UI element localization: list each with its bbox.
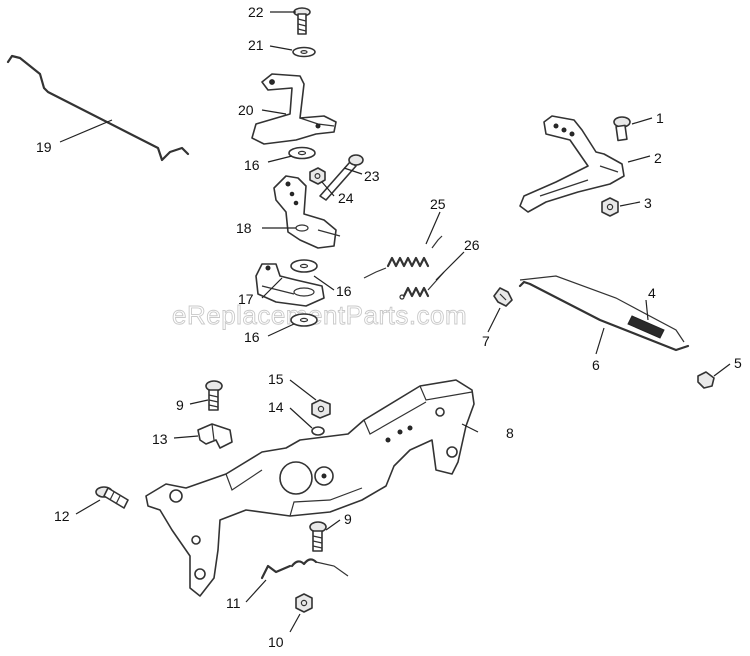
callout-6: 6 [592, 357, 600, 373]
part-19-link-rod [6, 54, 190, 162]
callout-26: 26 [464, 237, 480, 253]
callout-19: 19 [36, 139, 52, 155]
part-10-nut [295, 593, 313, 613]
part-5-clip [697, 371, 715, 389]
callout-3: 3 [644, 195, 652, 211]
callout-16-middle: 16 [336, 283, 352, 299]
callout-1: 1 [656, 110, 664, 126]
callout-13: 13 [152, 431, 168, 447]
part-18-control-lever [273, 175, 341, 249]
callout-numbers: 22 21 20 19 16 23 24 18 25 26 17 16 16 1… [36, 4, 742, 650]
part-11-spring [260, 558, 349, 580]
part-26-spring [399, 271, 445, 300]
callout-16-top: 16 [244, 157, 260, 173]
callout-7: 7 [482, 333, 490, 349]
part-2-throttle-lever [519, 115, 625, 213]
part-4-sleeve [627, 315, 665, 339]
part-12-screw [95, 486, 129, 509]
part-9-screw-lower [309, 521, 327, 552]
part-16-washer-top [288, 146, 316, 160]
callout-14: 14 [268, 399, 284, 415]
callout-8: 8 [506, 425, 514, 441]
callout-11: 11 [226, 595, 241, 611]
part-14-washer [311, 426, 325, 436]
part-15-nut [311, 399, 331, 419]
callout-24: 24 [338, 190, 354, 206]
callout-16-bottom: 16 [244, 329, 260, 345]
leader-lines [59, 11, 731, 633]
callout-22: 22 [248, 4, 264, 20]
part-25-spring [363, 235, 443, 279]
callout-25: 25 [430, 196, 446, 212]
part-16-washer-middle [290, 259, 318, 273]
callout-5: 5 [734, 355, 742, 371]
callout-21: 21 [248, 37, 264, 53]
callout-12: 12 [54, 508, 70, 524]
part-22-screw [293, 7, 311, 35]
part-8-control-bracket [145, 379, 475, 597]
callout-15: 15 [268, 371, 284, 387]
callout-10: 10 [268, 634, 284, 650]
part-13-bracket [197, 423, 233, 449]
part-6-link-rod [518, 275, 690, 352]
part-7-clip [493, 287, 513, 307]
callout-9-lower: 9 [344, 511, 352, 527]
part-1-screw [613, 116, 631, 142]
part-17-control-plate [255, 263, 325, 307]
callout-23: 23 [364, 168, 380, 184]
callout-4: 4 [648, 285, 656, 301]
watermark-text: eReplacementParts.com [172, 300, 467, 330]
part-24-nut [309, 167, 326, 185]
callout-9-upper: 9 [176, 397, 184, 413]
part-3-nut [601, 197, 619, 217]
part-20-governor-lever [251, 73, 337, 145]
part-9-screw-upper [205, 380, 223, 411]
part-16-washer-bottom [290, 313, 318, 327]
callout-2: 2 [654, 150, 662, 166]
part-21-washer [292, 46, 316, 58]
callout-18: 18 [236, 220, 252, 236]
callout-17: 17 [238, 291, 254, 307]
callout-20: 20 [238, 102, 254, 118]
